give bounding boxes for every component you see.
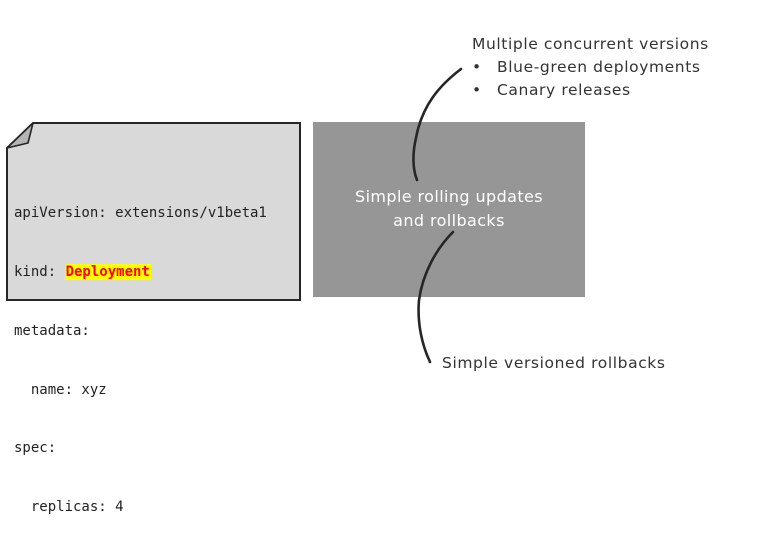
yaml-line-name: name: xyz	[14, 381, 107, 398]
yaml-kind-key: kind:	[14, 263, 65, 280]
box-label-line-1: Simple rolling updates	[355, 187, 543, 206]
bottom-annotation: Simple versioned rollbacks	[442, 354, 666, 372]
top-annotation-item-label: Blue-green deployments	[497, 58, 701, 76]
yaml-line-metadata: metadata:	[14, 322, 90, 339]
deployment-box	[313, 122, 585, 297]
top-annotation-item-canary: • Canary releases	[472, 79, 709, 102]
diagram-shapes	[6, 67, 585, 364]
top-annotation-item-blue-green: • Blue-green deployments	[472, 56, 709, 79]
box-label-line-2: and rollbacks	[393, 211, 505, 230]
top-annotation-item-label: Canary releases	[497, 81, 631, 99]
yaml-line-apiversion: apiVersion: extensions/v1beta1	[14, 205, 267, 222]
deployment-box-label: Simple rolling updates and rollbacks	[313, 185, 585, 233]
top-annotation: Multiple concurrent versions • Blue-green…	[472, 33, 709, 102]
top-annotation-heading: Multiple concurrent versions	[472, 35, 709, 53]
connector-top	[412, 67, 463, 182]
yaml-line-spec: spec:	[14, 440, 57, 457]
yaml-line-replicas: replicas: 4	[14, 499, 124, 516]
deployment-diagram: apiVersion: extensions/v1beta1 kind: Dep…	[6, 33, 709, 515]
bullet-icon: •	[472, 81, 482, 99]
yaml-card-fold	[6, 122, 34, 149]
bullet-icon: •	[472, 58, 482, 76]
connector-bottom	[417, 230, 455, 364]
yaml-line-kind: kind: Deployment	[14, 263, 267, 283]
yaml-manifest: apiVersion: extensions/v1beta1 kind: Dep…	[14, 165, 267, 557]
yaml-kind-value: Deployment	[64, 263, 151, 280]
